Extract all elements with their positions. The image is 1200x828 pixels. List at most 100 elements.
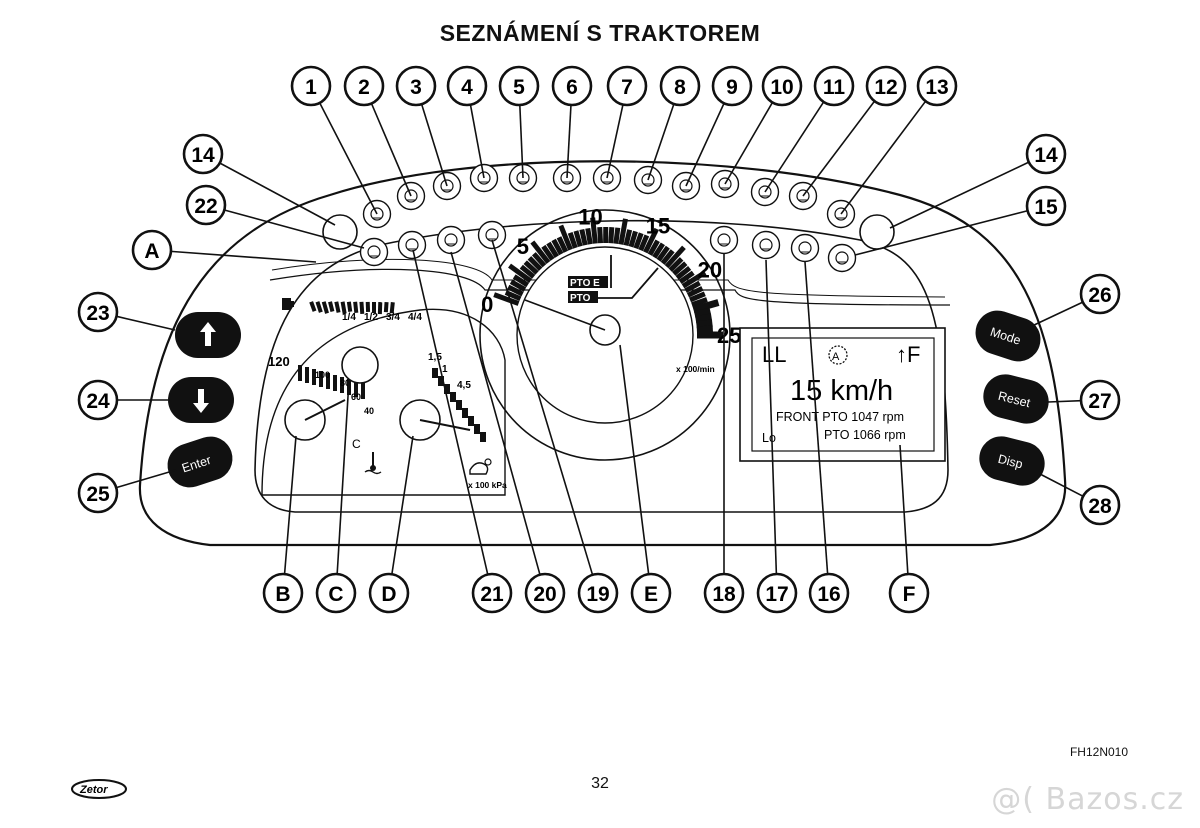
temp-scale-label: 120 [268, 354, 290, 369]
callout-20: 20 [524, 572, 566, 614]
callout-leader [606, 104, 624, 179]
callout-28: 28 [1079, 484, 1121, 526]
fuel-scale-bar [353, 301, 359, 313]
callout-18: 18 [703, 572, 745, 614]
callout-8: 8 [659, 65, 701, 107]
callout-21: 21 [471, 572, 513, 614]
pressure-scale-bar [456, 400, 462, 410]
mode-button[interactable]: Mode [970, 305, 1046, 367]
callout-D: D [368, 572, 410, 614]
tacho-tick [696, 319, 713, 329]
temp-scale-bar [312, 369, 316, 385]
up-button[interactable] [175, 312, 241, 358]
fuel-gauge-hub [341, 346, 379, 384]
pressure-scale-bar [462, 408, 468, 418]
callout-13: 13 [916, 65, 958, 107]
callout-label: E [644, 583, 658, 606]
callout-leader [491, 239, 594, 576]
enter-button[interactable]: Enter [162, 431, 238, 493]
zetor-logo-text: Zetor [79, 784, 108, 796]
pto-e-label-box [568, 276, 608, 288]
callout-leader [219, 162, 336, 226]
pressure-scale-bar [480, 432, 486, 442]
disp-button[interactable]: Disp [975, 432, 1050, 491]
callout-leader [370, 103, 412, 197]
lcd-pto: PTO 1066 rpm [824, 428, 906, 442]
callout-label: 21 [480, 583, 504, 606]
callout-17: 17 [756, 572, 798, 614]
callout-label: 22 [194, 195, 217, 218]
callout-leader [899, 444, 909, 575]
callout-label: A [144, 240, 159, 263]
down-button[interactable] [168, 377, 234, 423]
tacho-tick [633, 232, 644, 250]
temp-scale-mark: C [352, 437, 361, 451]
pressure-gauge-needle [419, 419, 471, 431]
callout-5: 5 [498, 65, 540, 107]
tacho-tick [551, 238, 564, 256]
tacho-tick [692, 299, 720, 314]
tacho-tick [519, 264, 536, 279]
tacho-tick-label: 15 [646, 213, 670, 238]
lcd-display-screen [751, 337, 935, 452]
callout-label: C [328, 583, 343, 606]
callout-label: 13 [925, 76, 948, 99]
callout-label: 15 [1034, 196, 1058, 219]
fuel-scale-bar [334, 301, 341, 313]
pto-label-box [568, 291, 598, 303]
callout-leader [336, 379, 350, 575]
callout-leader [116, 315, 176, 331]
callout-leader [469, 104, 485, 179]
tacho-tick [691, 297, 708, 308]
indicator-warning-icon [436, 225, 466, 255]
tacho-tick [597, 227, 604, 244]
tacho-tick-label: 20 [698, 258, 722, 283]
temp-scale-label: 80 [340, 378, 350, 388]
tacho-tick [681, 270, 707, 289]
tacho-tick [512, 274, 530, 288]
oil-pressure-icon [469, 458, 492, 475]
callout-leader [391, 435, 414, 575]
tacho-tick [579, 228, 588, 246]
tacho-tick [558, 224, 573, 251]
callout-22: 22 [185, 184, 227, 226]
watermark: @( Bazos.cz [991, 782, 1184, 817]
tacho-tick [696, 325, 714, 334]
inner-panel-outline [254, 219, 949, 513]
pto-marker-line-2 [598, 267, 659, 299]
page-title: SEZNÁMENÍ S TRAKTOREM [439, 20, 761, 46]
fuel-scale-label: 4/4 [408, 312, 422, 323]
callout-leader [115, 469, 177, 489]
tacho-tick [638, 234, 650, 252]
callout-leader [450, 251, 541, 575]
coolant-temp-icon [364, 452, 382, 475]
callout-leader [619, 344, 650, 575]
tacho-tick [523, 260, 539, 275]
lcd-top-left: LL [762, 342, 786, 367]
pressure-scale-bar [450, 392, 456, 402]
callout-label: 10 [770, 76, 793, 99]
callout-label: 14 [1034, 144, 1058, 167]
fuel-scale-bar [328, 301, 335, 312]
tacho-tick-label: 0 [481, 292, 493, 317]
reset-button[interactable]: Reset [979, 370, 1054, 429]
callout-leader [519, 104, 524, 179]
tacho-tick-label: 10 [578, 204, 602, 229]
callout-label: 9 [726, 76, 738, 99]
temp-scale-bar [298, 365, 302, 381]
tacho-tick [678, 270, 695, 285]
callout-label: 2 [358, 76, 370, 99]
callout-label: B [275, 583, 290, 606]
panel-ridge-line [269, 268, 951, 306]
tacho-tick [567, 231, 578, 249]
pto-e-label: PTO E [570, 278, 600, 289]
pressure-scale-label: 1 [442, 364, 448, 375]
tacho-tick [608, 227, 615, 244]
temp-scale-bar [333, 375, 337, 391]
fuel-scale-label: 3/4 [386, 312, 400, 323]
tacho-tick [613, 227, 621, 244]
callout-leader [1031, 301, 1084, 327]
tacho-tick [508, 263, 533, 283]
callout-2: 2 [343, 65, 385, 107]
